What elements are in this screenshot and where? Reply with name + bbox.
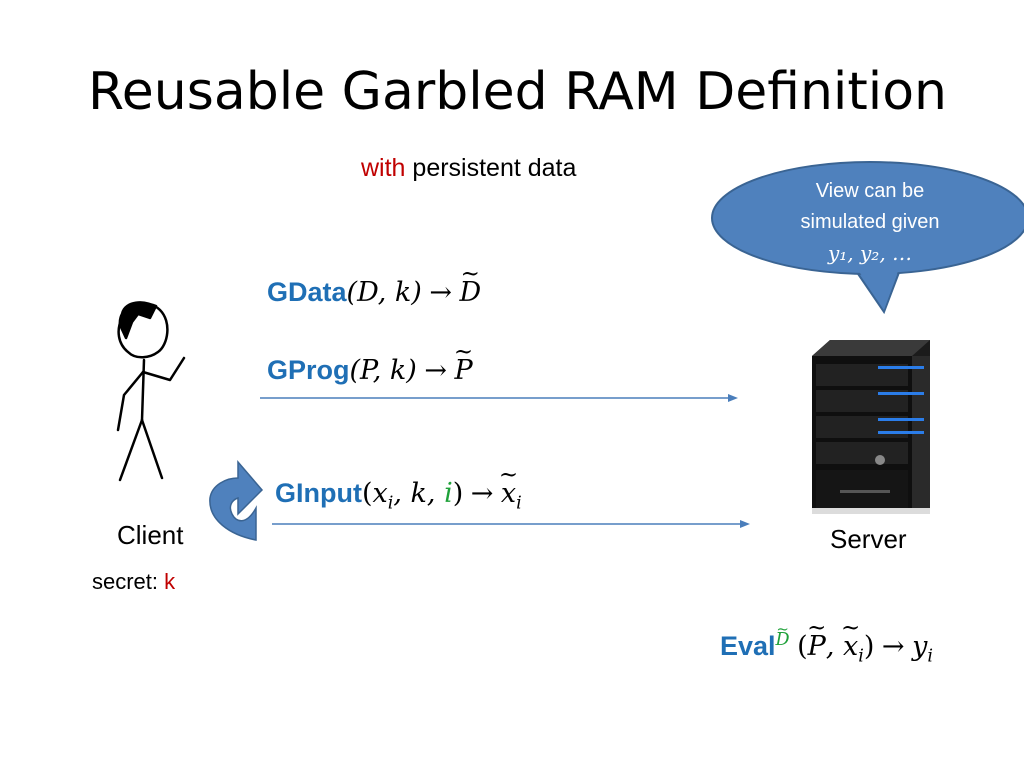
eval-x: x <box>843 631 858 662</box>
client-label: Client <box>117 520 184 550</box>
secret-value: k <box>164 569 176 594</box>
bubble-text: View can be simulated given y₁, y₂, … <box>760 176 980 269</box>
ginput-mid: , k, <box>393 478 445 509</box>
gdata-args: (D, k) <box>346 277 422 308</box>
ginput-result: x <box>501 478 516 509</box>
bubble-line-3: y₁, y₂, … <box>827 241 913 265</box>
gdata-arrow: → <box>429 277 452 308</box>
eval-close: ) <box>863 631 875 662</box>
gdata-equation: GData(D, k) → D <box>267 277 481 308</box>
gprog-result: P <box>454 355 472 386</box>
eval-comma: , <box>825 631 844 662</box>
gprog-equation: GProg(P, k) → P <box>267 355 473 386</box>
ginput-close: ) <box>452 478 464 509</box>
slide-subtitle: with persistent data <box>361 154 576 183</box>
ginput-name: GInput <box>275 478 362 508</box>
speech-bubble <box>711 161 1024 315</box>
bubble-line-1: View can be <box>815 180 925 202</box>
eval-arrow: → <box>881 631 905 662</box>
gdata-name: GData <box>267 277 347 307</box>
ginput-i: i <box>444 478 453 509</box>
eval-p: P <box>808 631 826 662</box>
eval-open: ( <box>797 631 808 662</box>
eval-y-sub: i <box>927 646 933 667</box>
secret-label: secret: <box>92 569 165 594</box>
gdata-result: D <box>459 277 481 308</box>
ginput-result-sub: i <box>516 493 522 514</box>
bubble-line-2: simulated given <box>800 211 940 233</box>
ginput-x-sub: i <box>387 493 394 514</box>
subtitle-with: with <box>361 154 406 182</box>
ginput-arrow: → <box>470 478 494 509</box>
gprog-name: GProg <box>267 355 350 385</box>
ginput-open: ( <box>361 478 373 509</box>
subtitle-rest: persistent data <box>405 154 577 182</box>
eval-sup: D <box>776 630 790 650</box>
client-stick-figure-icon <box>116 301 186 482</box>
ginput-arrow <box>272 520 750 528</box>
ginput-x: x <box>372 478 388 509</box>
server-label: Server <box>830 524 907 554</box>
gprog-args: (P, k) <box>349 355 417 386</box>
slide-title: Reusable Garbled RAM Definition <box>88 62 947 122</box>
gprog-arrow: → <box>424 355 447 386</box>
eval-equation: EvalD (P, xi) → yi <box>720 630 933 666</box>
loop-arrow-icon <box>209 459 264 541</box>
eval-x-sub: i <box>858 646 864 667</box>
server-tower-icon <box>812 340 930 514</box>
eval-y: y <box>912 631 928 662</box>
eval-name: Eval <box>720 631 776 661</box>
ginput-equation: GInput(xi, k, i) → xi <box>275 478 522 513</box>
client-secret: secret: k <box>92 569 175 595</box>
gprog-arrow <box>260 394 738 402</box>
